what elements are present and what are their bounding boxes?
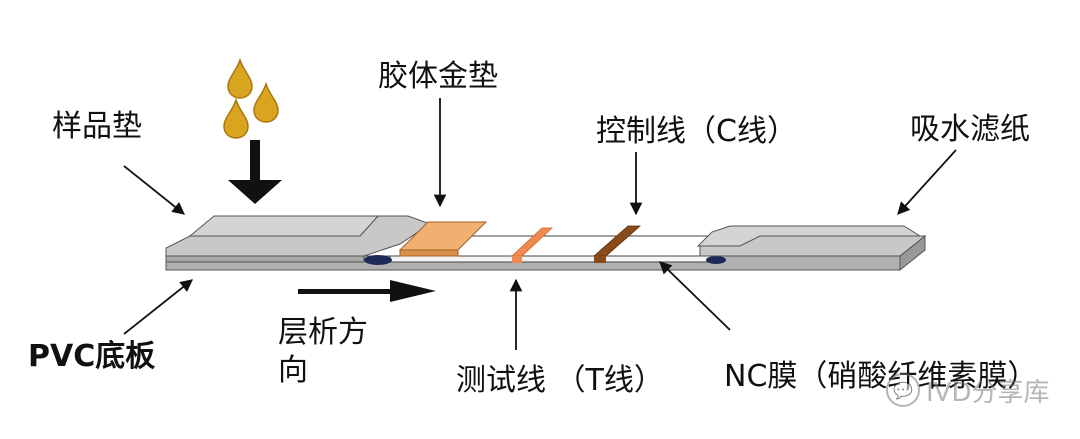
nc-membrane-layer: [364, 235, 726, 265]
chat-bubble-icon: 💬: [886, 373, 920, 407]
pointer-arrows: [123, 98, 957, 350]
sample-application-arrow: [228, 140, 282, 204]
arrow-pvc-backing: [123, 279, 193, 335]
arrow-sample-pad: [123, 165, 185, 215]
arrow-absorbent-paper: [897, 149, 957, 215]
arrow-nc-membrane: [659, 261, 731, 331]
sample-droplets: [223, 57, 279, 139]
test-line-label: 测试线 （T线）: [456, 363, 664, 398]
droplet-icon: [253, 81, 279, 123]
sample-pad-shape: [165, 215, 432, 263]
conjugate-pad-label: 胶体金垫: [378, 59, 498, 94]
nc-membrane-label: NC膜（硝酸纤维素膜）: [724, 359, 1038, 394]
flow-direction-label-line2: 向: [278, 353, 308, 388]
flow-direction-arrow: [298, 280, 436, 302]
droplet-icon: [223, 97, 249, 139]
pvc-backing-label: PVC底板: [28, 339, 156, 374]
absorbent-paper-label: 吸水滤纸: [910, 112, 1030, 147]
conjugate-pad-shape: [398, 221, 488, 257]
absorbent-pad-shape: [696, 225, 927, 257]
watermark-text: IVD分享库: [926, 377, 1050, 408]
flow-direction-label-line1: 层析方: [278, 315, 368, 350]
control-line-label: 控制线（C线）: [596, 114, 797, 149]
sample-pad-label: 样品垫: [52, 109, 142, 144]
watermark: 💬 IVD分享库: [886, 370, 1049, 410]
droplet-icon: [227, 57, 253, 99]
